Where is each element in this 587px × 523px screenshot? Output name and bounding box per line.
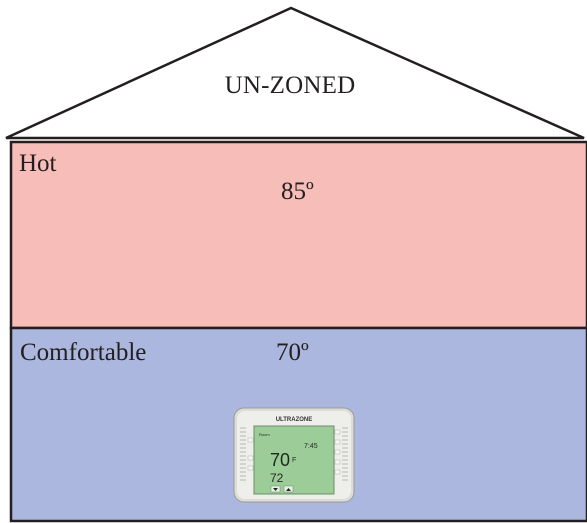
roof-title: UN-ZONED bbox=[224, 72, 356, 99]
thermostat-current-temp: 70 bbox=[270, 450, 290, 470]
thermostat-unit: F bbox=[292, 457, 296, 464]
thermostat-set-temp: 72 bbox=[270, 471, 284, 485]
roof bbox=[5, 6, 585, 140]
thermostat-time: 7:45 bbox=[304, 443, 318, 450]
thermostat-icon: ULTRAZONE Room 70 F 7:45 72 bbox=[233, 407, 355, 503]
hot-zone-temperature: 85º bbox=[281, 178, 314, 205]
svg-text:Room: Room bbox=[259, 432, 270, 437]
hot-zone bbox=[9, 140, 587, 330]
comfortable-zone-label: Comfortable bbox=[20, 339, 147, 366]
thermostat-screen bbox=[253, 425, 335, 495]
comfortable-zone-temperature: 70º bbox=[276, 339, 309, 366]
hot-zone-label: Hot bbox=[19, 150, 57, 177]
thermostat-brand: ULTRAZONE bbox=[276, 417, 313, 423]
